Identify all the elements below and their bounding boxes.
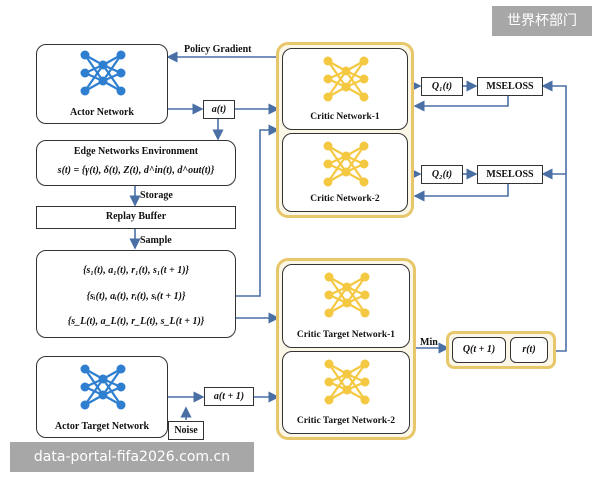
mseloss-2-box: MSELOSS — [477, 165, 543, 184]
environment-box: Edge Networks Environment s(t) = {γ(t), … — [36, 140, 236, 186]
critic-target-1-box: Critic Target Network-1 — [282, 264, 410, 348]
critic-target-group: Critic Target Network-1 Critic Target Ne… — [276, 258, 416, 440]
next-action-label: a(t + 1) — [213, 391, 245, 402]
action-box: a(t) — [203, 100, 235, 119]
critic-network-1-box: Critic Network-1 — [282, 48, 408, 130]
actor-network-label: Actor Network — [70, 107, 134, 118]
sample-tuple-L: {s_L(t), a_L(t), r_L(t), s_L(t + 1)} — [67, 316, 205, 327]
neural-network-icon — [80, 50, 126, 96]
policy-gradient-label: Policy Gradient — [184, 44, 252, 55]
q1-box: Q₁(t) — [421, 77, 463, 96]
q2-box: Q₂(t) — [421, 165, 463, 184]
reward-label: r(t) — [522, 344, 536, 355]
actor-network-box: Actor Network — [36, 44, 168, 124]
sample-tuple-i: {sᵢ(t), aᵢ(t), rᵢ(t), sᵢ(t + 1)} — [86, 291, 186, 302]
q1-label: Q₁(t) — [431, 81, 453, 92]
action-label: a(t) — [211, 104, 227, 115]
actor-target-network-label: Actor Target Network — [54, 421, 150, 432]
environment-title: Edge Networks Environment — [73, 146, 199, 157]
noise-label: Noise — [174, 425, 198, 436]
watermark-bottom: data-portal-fifa2026.com.cn — [10, 442, 254, 472]
critic-target-1-label: Critic Target Network-1 — [296, 330, 396, 340]
watermark-top: 世界杯部门 — [492, 6, 592, 36]
q-next-label: Q(t + 1) — [462, 344, 496, 355]
q2-label: Q₂(t) — [431, 169, 453, 180]
q-next-box: Q(t + 1) — [452, 337, 506, 363]
environment-formula: s(t) = {γ(t), δ(t), Z(t), d^in(t), d^out… — [57, 165, 215, 176]
neural-network-icon — [323, 56, 369, 102]
storage-label: Storage — [140, 190, 173, 201]
mseloss-1-box: MSELOSS — [477, 77, 543, 96]
critic-networks-group: Critic Network-1 Critic Network-2 — [276, 42, 414, 218]
reward-box: r(t) — [510, 337, 548, 363]
critic-network-1-label: Critic Network-1 — [310, 112, 380, 122]
critic-target-2-box: Critic Target Network-2 — [282, 351, 410, 434]
sample-label: Sample — [140, 235, 172, 246]
replay-buffer-box: Replay Buffer — [36, 206, 236, 229]
actor-target-network-box: Actor Target Network — [36, 356, 168, 438]
noise-box: Noise — [168, 421, 204, 440]
neural-network-icon — [324, 272, 370, 318]
neural-network-icon — [324, 359, 370, 405]
target-value-group: Q(t + 1) r(t) — [446, 331, 556, 369]
critic-network-2-label: Critic Network-2 — [310, 194, 380, 204]
sample-batch-box: {s₁(t), a₁(t), r₁(t), s₁(t + 1)} {sᵢ(t),… — [36, 250, 236, 338]
mseloss-2-label: MSELOSS — [486, 169, 534, 180]
replay-buffer-label: Replay Buffer — [105, 211, 167, 222]
critic-target-2-label: Critic Target Network-2 — [296, 416, 396, 426]
sample-tuple-1: {s₁(t), a₁(t), r₁(t), s₁(t + 1)} — [82, 265, 190, 276]
min-label: Min — [420, 337, 438, 348]
mseloss-1-label: MSELOSS — [486, 81, 534, 92]
critic-network-2-box: Critic Network-2 — [282, 133, 408, 212]
next-action-box: a(t + 1) — [204, 387, 254, 406]
neural-network-icon — [323, 141, 369, 187]
neural-network-icon — [80, 364, 126, 410]
